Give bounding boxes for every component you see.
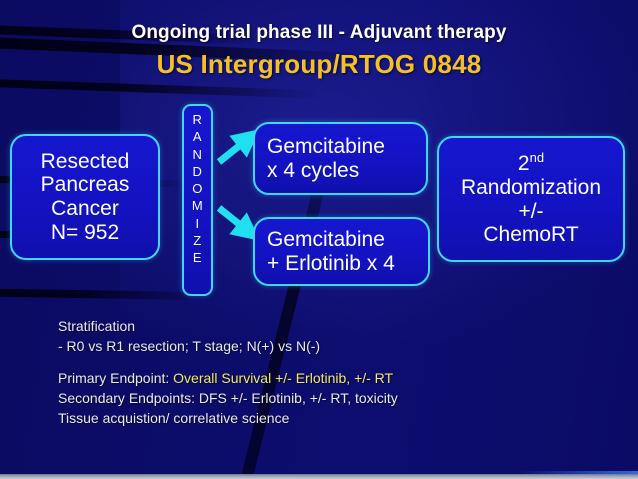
tissue-acquisition-row: Tissue acquistion/ correlative science [58, 409, 290, 426]
randomize-letter: Z [193, 232, 202, 248]
randomize-letter: R [192, 112, 203, 127]
randomize-letter: A [192, 129, 203, 145]
second-rand-suffix: nd [529, 150, 545, 166]
randomize-letter: M [191, 198, 204, 214]
arm1-line-2: x 4 cycles [267, 158, 360, 182]
node-second-randomization: 2nd Randomization +/- ChemoRT [437, 136, 625, 262]
second-rand-line-3: ChemoRT [483, 223, 579, 247]
slide-title-primary: Ongoing trial phase III - Adjuvant thera… [131, 22, 507, 43]
second-rand-ordinal: 2nd [518, 151, 544, 176]
randomize-letter: N [192, 146, 203, 162]
secondary-endpoint-label: Secondary Endpoints: [58, 389, 195, 406]
primary-endpoint-row: Primary Endpoint: Overall Survival +/- E… [58, 369, 528, 389]
primary-endpoint-label: Primary Endpoint: [58, 369, 170, 386]
slide-title-study: US Intergroup/RTOG 0848 [156, 49, 482, 79]
randomize-letter: O [192, 181, 203, 197]
arm1-line-1: Gemcitabine [267, 134, 385, 158]
randomize-letter: D [192, 163, 203, 179]
second-rand-line-2: +/- [518, 199, 544, 223]
arrow-to-arm-1-icon [216, 129, 260, 165]
notes-spacer [58, 357, 528, 369]
primary-endpoint-value: Overall Survival +/- Erlotinib, +/- RT [173, 369, 394, 386]
bottom-strip [0, 474, 638, 479]
node-treatment-arm-gemcitabine-erlotinib: Gemcitabine + Erlotinib x 4 [253, 217, 430, 286]
node-resected-pancreas-cancer: Resected Pancreas Cancer N= 952 [10, 134, 160, 260]
bottom-accent-bar [518, 471, 638, 474]
population-line-3: Cancer [51, 197, 119, 220]
population-line-2: Pancreas [40, 173, 130, 197]
population-line-4: N= 952 [50, 220, 120, 244]
node-randomize: R A N D O M I Z E [182, 104, 213, 296]
stratification-heading: Stratification [58, 318, 136, 334]
node-treatment-arm-gemcitabine: Gemcitabine x 4 cycles [253, 122, 428, 195]
arm2-line-1: Gemcitabine [267, 227, 385, 251]
stratification-detail: - R0 vs R1 resection; T stage; N(+) vs N… [58, 337, 321, 354]
secondary-endpoint-row: Secondary Endpoints: DFS +/- Erlotinib, … [58, 389, 528, 409]
arm2-line-2: + Erlotinib x 4 [267, 251, 395, 275]
arrow-to-arm-2-icon [216, 205, 260, 240]
second-rand-line-1: Randomization [460, 175, 602, 199]
secondary-endpoint-value: DFS +/- Erlotinib, +/- RT, toxicity [198, 389, 398, 406]
notes-block: Stratification - R0 vs R1 resection; T s… [58, 317, 528, 428]
second-rand-number: 2 [517, 152, 530, 176]
randomize-letter: I [195, 215, 200, 231]
population-line-1: Resected [40, 149, 130, 173]
randomize-letter: E [192, 250, 203, 266]
